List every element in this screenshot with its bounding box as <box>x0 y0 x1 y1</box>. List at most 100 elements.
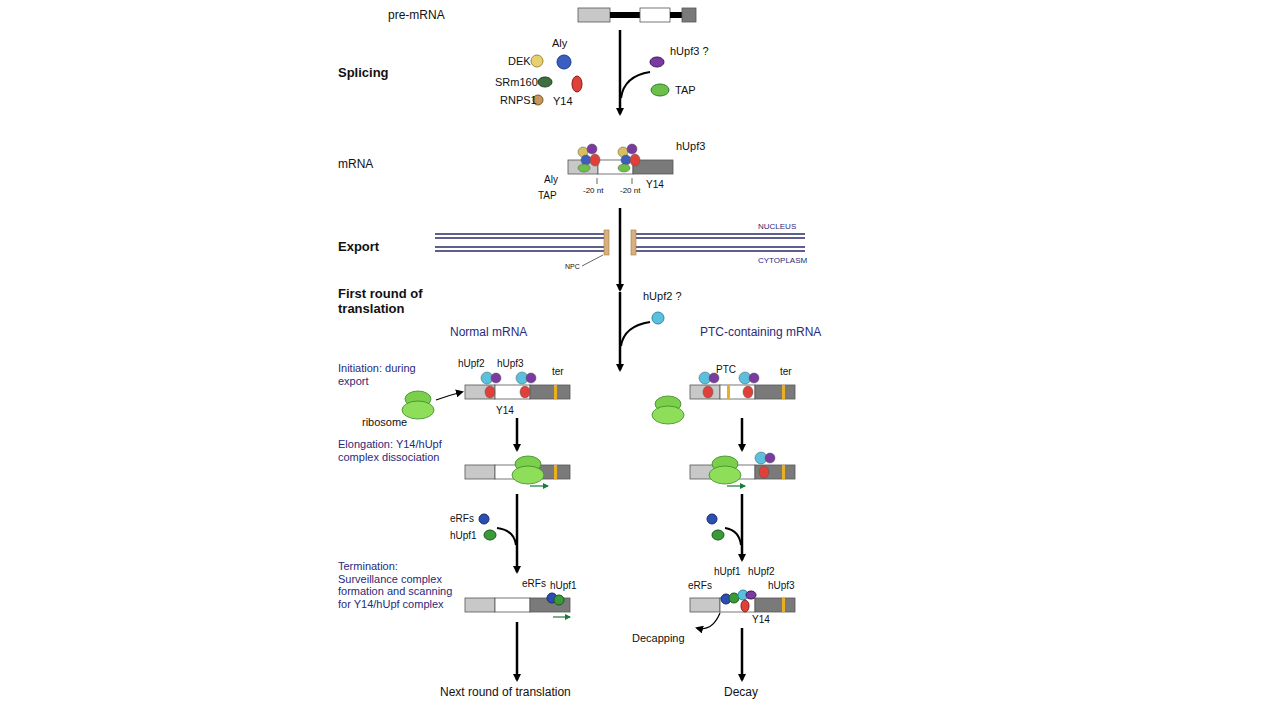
art-use <box>652 396 684 424</box>
label: ter <box>780 366 792 378</box>
label: hUpf3 ? <box>670 45 709 58</box>
art-use <box>618 144 640 172</box>
art-line <box>741 628 744 680</box>
art-line <box>435 246 606 248</box>
art-use <box>516 372 536 398</box>
label: SRm160 <box>495 76 538 89</box>
art-line <box>619 292 622 370</box>
art-ellipse <box>538 77 552 87</box>
label: Export <box>338 240 379 255</box>
label: -20 nt <box>583 186 603 195</box>
label: First round of translation <box>338 287 448 317</box>
label: PTC-containing mRNA <box>700 326 821 340</box>
art-use <box>690 465 795 479</box>
label: -20 nt <box>620 186 640 195</box>
art-ellipse <box>712 530 724 540</box>
label: Elongation: Y14/hUpf complex dissociatio… <box>338 438 448 463</box>
art-circle <box>707 514 717 524</box>
art-circle <box>557 55 571 69</box>
art-path <box>725 528 741 545</box>
label: eRFs <box>688 580 712 592</box>
art-line <box>634 237 805 239</box>
label: hUpf1 <box>714 566 741 578</box>
label: TAP <box>538 190 557 202</box>
label: ribosome <box>362 416 407 429</box>
art-rect <box>727 385 730 399</box>
art-line <box>582 255 603 266</box>
art-line <box>634 250 805 252</box>
art-rect <box>782 465 785 479</box>
art-rect <box>604 230 609 255</box>
label: eRFs <box>450 513 474 525</box>
label: TAP <box>675 84 696 97</box>
label: Splicing <box>338 66 389 81</box>
label: hUpf1 <box>550 580 577 592</box>
art-rect <box>610 12 640 18</box>
label: hUpf2 ? <box>643 290 682 303</box>
art-rect <box>578 8 610 22</box>
art-path <box>621 322 650 346</box>
art-rect <box>640 8 670 22</box>
art-line <box>435 250 606 252</box>
art-ellipse <box>484 530 496 540</box>
art-ellipse <box>746 591 756 599</box>
label: Decapping <box>632 632 685 645</box>
art-use <box>402 391 434 419</box>
art-use <box>481 372 501 398</box>
label: eRFs <box>522 578 546 590</box>
art-line <box>619 208 622 290</box>
art-line <box>530 485 548 486</box>
label: ter <box>552 366 564 378</box>
art-use <box>699 372 719 398</box>
label: hUpf3 <box>497 358 524 370</box>
label: hUpf2 <box>748 566 775 578</box>
art-line <box>741 494 744 560</box>
art-line <box>741 418 744 450</box>
art-ellipse <box>741 600 749 612</box>
art-line <box>634 233 805 235</box>
label: Aly <box>544 174 558 186</box>
label: DEK <box>508 55 531 68</box>
label: Decay <box>724 686 758 700</box>
label: hUpf2 <box>458 358 485 370</box>
art-use <box>709 456 741 484</box>
art-line <box>634 246 805 248</box>
art-line <box>516 418 519 450</box>
art-ellipse <box>729 593 739 603</box>
label: Y14 <box>496 405 514 417</box>
art-path <box>621 72 650 98</box>
art-path <box>497 528 516 545</box>
label: Next round of translation <box>440 686 571 700</box>
label: hUpf3 <box>676 140 705 153</box>
label: mRNA <box>338 158 373 172</box>
label: PTC <box>716 364 736 376</box>
label: NPC <box>565 263 580 271</box>
art-use <box>512 456 544 484</box>
art-use <box>739 372 759 398</box>
art-ellipse <box>572 76 582 92</box>
art-rect <box>554 465 557 479</box>
art-line <box>435 237 606 239</box>
art-rect <box>670 12 682 18</box>
art-circle <box>531 55 543 67</box>
label: Y14 <box>646 179 664 191</box>
art-circle <box>652 312 664 324</box>
art-ellipse <box>651 84 669 96</box>
art-ellipse <box>554 595 564 605</box>
label: CYTOPLASM <box>758 256 807 265</box>
art-rect <box>631 230 636 255</box>
label: pre-mRNA <box>388 9 445 23</box>
art-line <box>727 485 745 486</box>
label: Initiation: during export <box>338 362 433 387</box>
art-line <box>516 622 519 680</box>
art-line <box>553 616 570 617</box>
label: hUpf1 <box>450 530 477 542</box>
art-rect <box>554 385 557 399</box>
art-line <box>619 30 622 114</box>
label: Y14 <box>553 95 573 108</box>
label: hUpf3 <box>768 580 795 592</box>
art-rect <box>682 8 696 22</box>
art-rect <box>782 598 785 612</box>
